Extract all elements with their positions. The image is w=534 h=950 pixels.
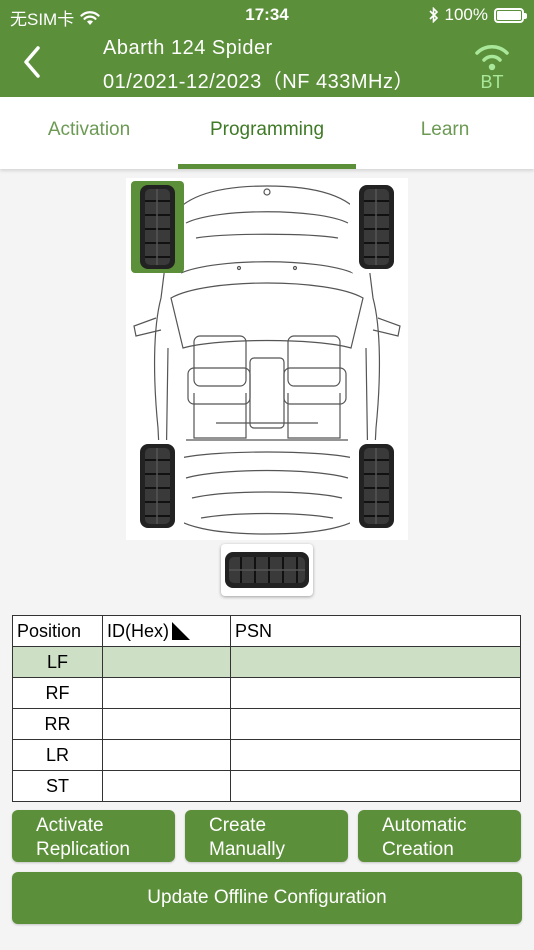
tire-lf[interactable] [131,181,184,273]
tire-spare[interactable] [221,544,313,596]
tire-icon [359,185,394,269]
sensor-table: Position ID(Hex) PSN LF RF RR LR ST [12,615,521,802]
tire-icon [140,185,175,269]
cell-psn[interactable] [230,770,521,802]
cell-position: RR [12,708,103,740]
table-header-row: Position ID(Hex) PSN [12,615,521,647]
tire-rr[interactable] [350,440,403,532]
battery-icon [494,7,527,23]
vehicle-title: Abarth 124 Spider [103,37,273,59]
clock: 17:34 [245,5,289,24]
tab-activation[interactable]: Activation [47,119,131,140]
cell-id[interactable] [102,770,231,802]
cell-id[interactable] [102,646,231,678]
button-label-line1: Activate [36,815,104,836]
create-manually-button[interactable]: Create Manually [185,810,348,862]
cell-id[interactable] [102,708,231,740]
bluetooth-icon [428,7,438,23]
cell-position: RF [12,677,103,709]
cell-id[interactable] [102,739,231,771]
wireless-signal-icon [475,45,509,71]
cell-psn[interactable] [230,646,521,678]
automatic-creation-button[interactable]: Automatic Creation [358,810,521,862]
sort-icon [172,621,190,640]
status-bar: 无SIM卡 17:34 100% [0,0,534,30]
back-chevron-icon[interactable] [14,42,50,82]
cell-id[interactable] [102,677,231,709]
cell-position: LR [12,739,103,771]
carrier-label: 无SIM卡 [10,10,75,29]
table-row[interactable]: RF [12,677,521,709]
button-label-line1: Create [209,815,267,836]
button-label-line1: Automatic [382,815,467,836]
mode-tabs: Activation Programming Learn [0,97,534,169]
table-row[interactable]: RR [12,708,521,740]
cell-psn[interactable] [230,677,521,709]
spare-tire-icon [225,552,309,588]
cell-psn[interactable] [230,708,521,740]
activate-replication-button[interactable]: Activate Replication [12,810,175,862]
table-row[interactable]: LR [12,739,521,771]
battery-percent: 100% [444,5,488,24]
button-label-line2: Manually [209,839,286,860]
vehicle-subtitle: 01/2021-12/2023（NF 433MHz） [103,71,414,93]
header-psn: PSN [230,615,521,647]
tire-rf[interactable] [350,181,403,273]
bt-label: BT [480,72,504,92]
update-offline-configuration-button[interactable]: Update Offline Configuration [12,872,522,924]
cell-position: ST [12,770,103,802]
vehicle-diagram [126,178,408,540]
table-row[interactable]: LF [12,646,521,678]
header-id-hex[interactable]: ID(Hex) [102,615,231,647]
button-label-line2: Replication [36,839,130,860]
cell-position: LF [12,646,103,678]
bluetooth-status[interactable]: BT [472,42,512,92]
carrier-status: 无SIM卡 [10,5,100,30]
tab-learn[interactable]: Learn [420,119,470,140]
tire-icon [140,444,175,528]
app-header: 无SIM卡 17:34 100% Abarth 124 Spider 01/20… [0,0,534,97]
wifi-icon [80,10,100,25]
cell-psn[interactable] [230,739,521,771]
button-label-line2: Creation [382,839,454,860]
header-position: Position [12,615,103,647]
table-row[interactable]: ST [12,770,521,802]
status-right: 100% [428,5,527,25]
tire-lr[interactable] [131,440,184,532]
tire-icon [359,444,394,528]
tab-programming[interactable]: Programming [178,97,356,169]
